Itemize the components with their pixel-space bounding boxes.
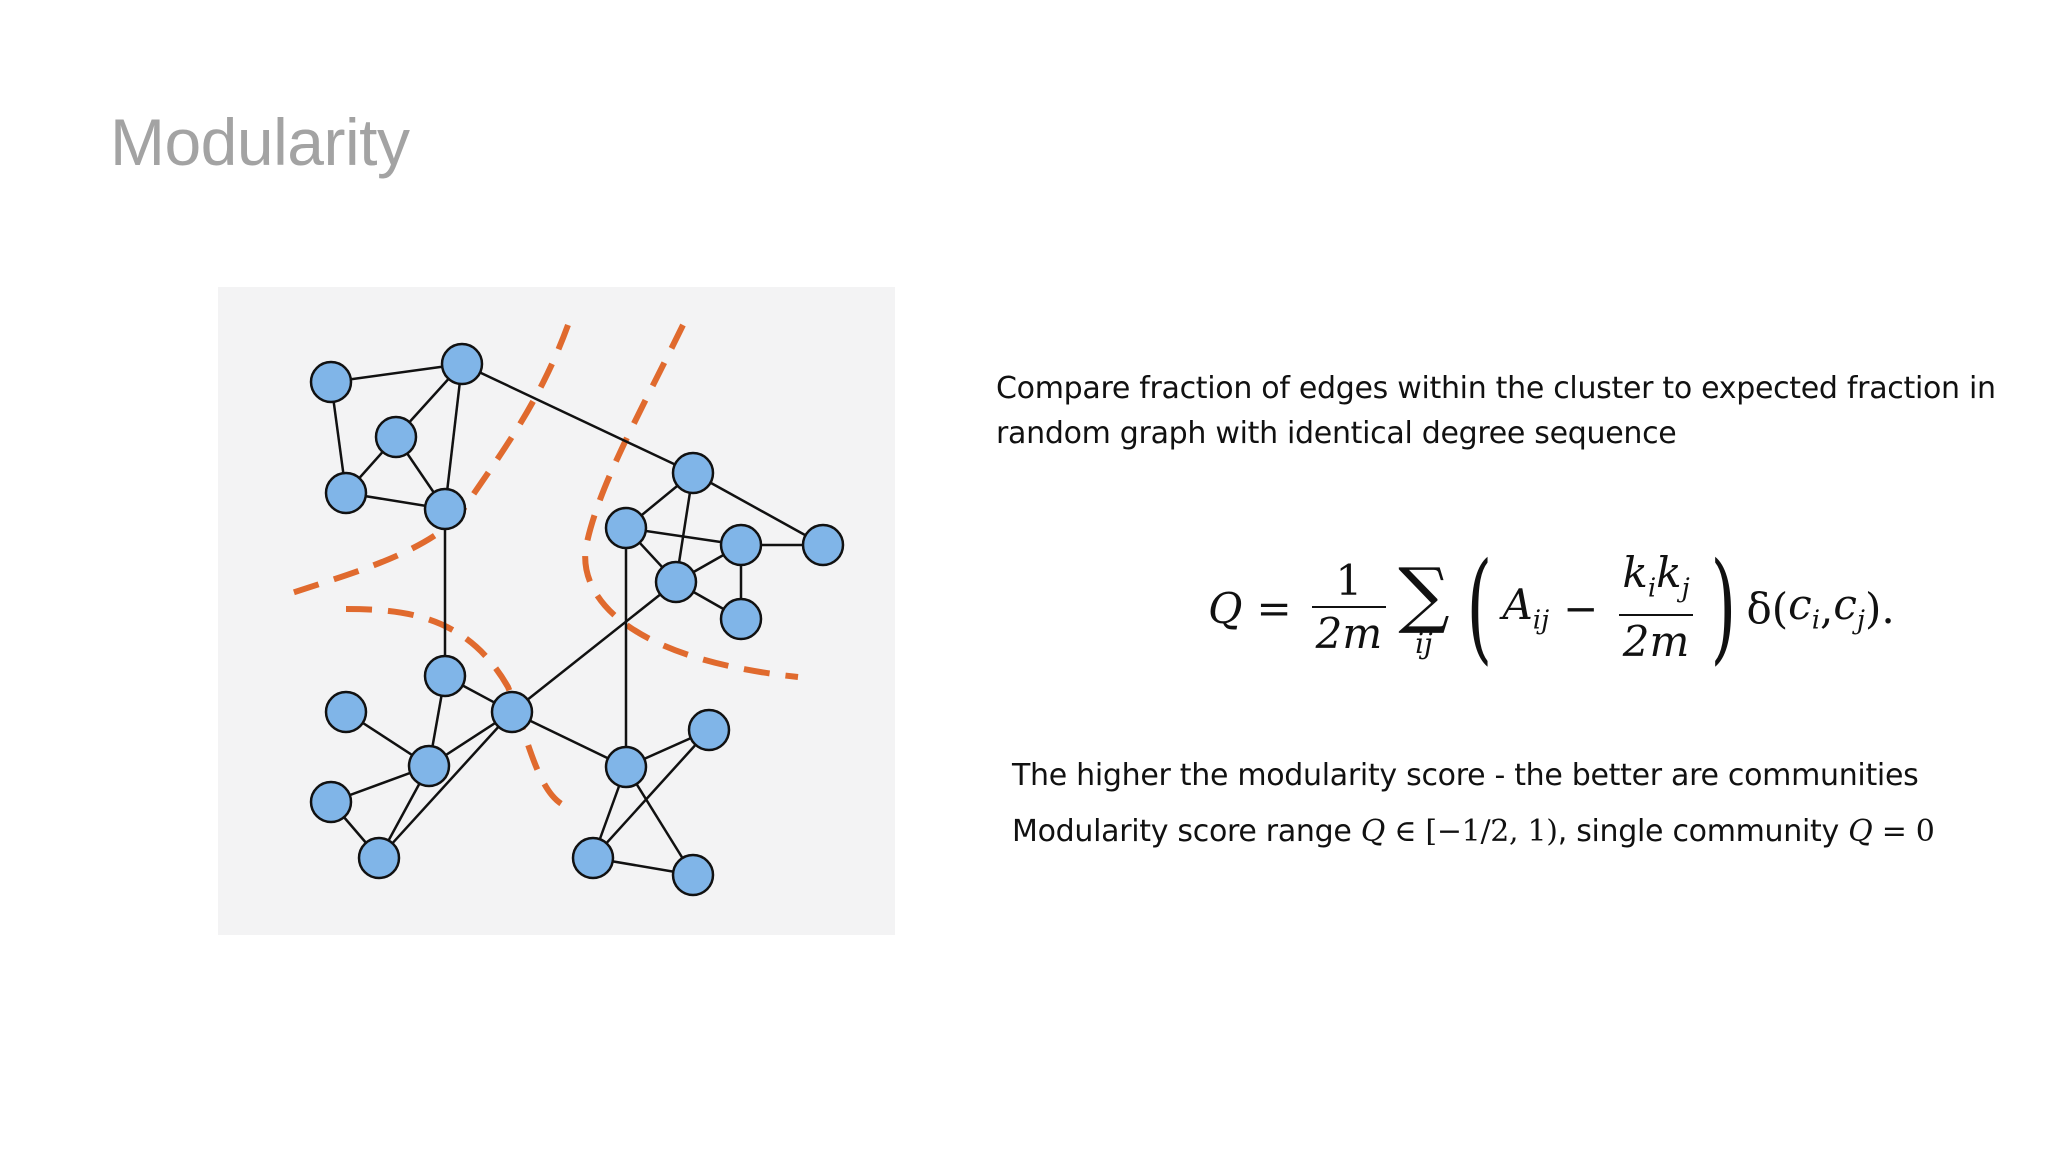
notes-line-1: The higher the modularity score - the be…	[1012, 758, 1919, 793]
formula-delta: δ(	[1746, 583, 1789, 633]
formula-close-paren: )	[1710, 538, 1736, 677]
graph-node	[719, 597, 763, 641]
graph-node	[440, 342, 484, 386]
formula-equals: =	[1256, 583, 1292, 633]
graph-node	[407, 744, 451, 788]
description-text: Compare fraction of edges within the clu…	[996, 366, 2026, 456]
description-line-1: Compare fraction of edges within the clu…	[996, 371, 1996, 406]
graph-node	[671, 853, 715, 897]
graph-node	[719, 523, 763, 567]
graph-node	[801, 523, 845, 567]
graph-node	[604, 506, 648, 550]
graph-node	[671, 451, 715, 495]
fraction-1-denominator: 2m	[1311, 606, 1387, 660]
graph-node	[423, 654, 467, 698]
divider-lower	[345, 606, 570, 810]
notes-text: The higher the modularity score - the be…	[1012, 748, 1935, 860]
fraction-1-numerator: 1	[1335, 556, 1363, 605]
edge	[443, 363, 464, 510]
formula-c-i: ci	[1788, 580, 1821, 636]
graph-node	[309, 780, 353, 824]
graph-node	[654, 560, 698, 604]
graph-node	[324, 471, 368, 515]
formula-fraction-2: kikj 2m	[1618, 548, 1694, 668]
modularity-formula: Q = 1 2m ∑ ij ( Aij − kikj 2m ) δ( ci , …	[1208, 548, 1895, 668]
summation-index: ij	[1415, 627, 1433, 660]
edge	[461, 362, 694, 475]
community-graph-panel	[218, 287, 895, 935]
graph-node	[324, 690, 368, 734]
divider-upper-right	[582, 323, 799, 680]
graph-node	[374, 415, 418, 459]
formula-minus: −	[1563, 583, 1599, 633]
graph-node	[423, 487, 467, 531]
graph-node	[309, 360, 353, 404]
formula-tail: ).	[1864, 583, 1895, 633]
edge	[330, 362, 463, 384]
notes-line-2: Modularity score range Q ∈ [−1/2, 1), si…	[1012, 814, 1935, 849]
fraction-2-denominator: 2m	[1618, 613, 1694, 668]
graph-node	[490, 690, 534, 734]
formula-A: Aij	[1502, 580, 1550, 636]
formula-comma: ,	[1820, 583, 1834, 633]
graph-node	[687, 708, 731, 752]
edge	[511, 581, 677, 713]
summation-symbol: ∑	[1398, 552, 1450, 636]
community-graph	[279, 323, 845, 897]
graph-node	[357, 836, 401, 880]
edge	[692, 471, 824, 547]
slide-title: Modularity	[110, 105, 410, 179]
formula-fraction-1: 1 2m	[1311, 556, 1387, 660]
edge	[592, 729, 710, 859]
graph-nodes	[309, 342, 845, 897]
graph-node	[571, 836, 615, 880]
formula-lhs: Q	[1208, 583, 1243, 633]
formula-c-j: cj	[1833, 580, 1865, 636]
description-line-2: random graph with identical degree seque…	[996, 416, 1677, 451]
edge	[378, 711, 513, 859]
fraction-2-numerator: kikj	[1622, 548, 1690, 604]
formula-open-paren: (	[1466, 538, 1492, 677]
graph-node	[604, 745, 648, 789]
formula-summation: ∑ ij	[1398, 558, 1449, 658]
